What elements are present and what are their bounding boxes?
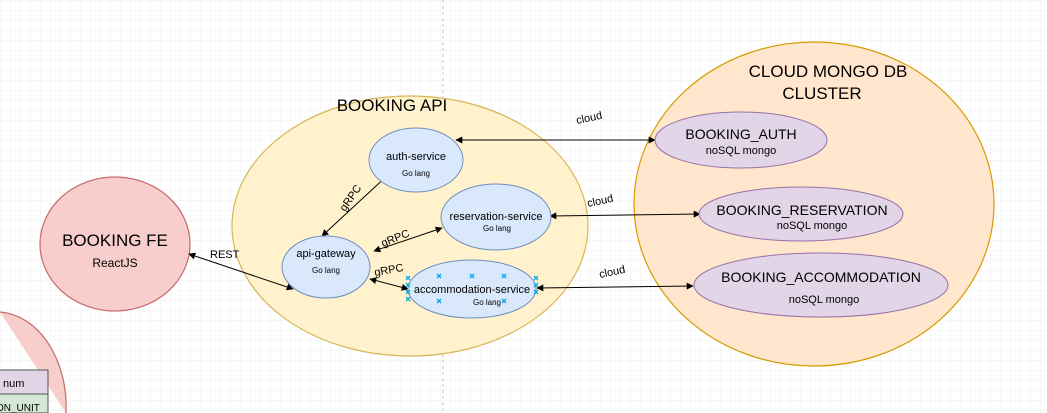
- booking-fe-node[interactable]: BOOKING FE ReactJS: [39, 176, 191, 312]
- db-booking-reservation-name: BOOKING_RESERVATION: [716, 202, 887, 218]
- booking-fe-subtitle: ReactJS: [92, 256, 137, 270]
- booking-api-title: BOOKING API: [337, 96, 448, 115]
- db-booking-reservation-tech: noSQL mongo: [777, 220, 848, 232]
- accommodation-service-lang: Go lang: [473, 298, 501, 307]
- edge-cloud-reservation[interactable]: [549, 210, 701, 220]
- edge-grpc-auth[interactable]: [321, 173, 390, 237]
- reservation-service-ellipse: [440, 183, 552, 251]
- partial-shape[interactable]: num ON_UNIT: [0, 311, 67, 413]
- reservation-service-lang: Go lang: [483, 224, 511, 233]
- selection-handles[interactable]: [405, 273, 539, 304]
- booking-fe-title: BOOKING FE: [62, 231, 168, 250]
- edge-label-grpc-accommodation: gRPC: [373, 262, 404, 279]
- db-booking-accommodation-ellipse: [693, 252, 949, 318]
- auth-service-ellipse: [368, 127, 464, 193]
- accommodation-service-node[interactable]: accommodation-service Go lang: [405, 259, 539, 319]
- edge-label-cloud-accommodation: cloud: [598, 264, 626, 281]
- db-booking-auth-ellipse: [654, 111, 828, 169]
- auth-service-node[interactable]: auth-service Go lang: [368, 127, 464, 193]
- partial-circle: [0, 311, 67, 413]
- db-booking-auth-name: BOOKING_AUTH: [685, 126, 796, 142]
- api-gateway-name: api-gateway: [296, 248, 356, 260]
- cloud-cluster-title-line2: CLUSTER: [782, 84, 861, 103]
- edge-label-cloud-reservation: cloud: [586, 193, 614, 210]
- booking-fe-ellipse: [39, 176, 191, 312]
- db-booking-auth-tech: noSQL mongo: [706, 145, 777, 157]
- db-booking-accommodation-name: BOOKING_ACCOMMODATION: [721, 269, 921, 285]
- db-booking-accommodation-tech: noSQL mongo: [789, 294, 860, 306]
- auth-service-name: auth-service: [386, 151, 446, 163]
- cloud-cluster-title-line1: CLOUD MONGO DB: [749, 62, 908, 81]
- reservation-service-node[interactable]: reservation-service Go lang: [440, 183, 552, 251]
- reservation-service-name: reservation-service: [450, 211, 543, 223]
- partial-table-label: num: [3, 378, 24, 390]
- edge-grpc-accommodation[interactable]: [369, 277, 409, 291]
- edge-label-cloud-auth: cloud: [575, 110, 603, 127]
- accommodation-service-name: accommodation-service: [414, 284, 530, 296]
- partial-table-row-2: [0, 393, 49, 413]
- edge-label-rest: REST: [210, 249, 240, 261]
- edge-rest[interactable]: [188, 252, 294, 291]
- db-booking-auth-node[interactable]: BOOKING_AUTH noSQL mongo: [654, 111, 828, 169]
- api-gateway-node[interactable]: api-gateway Go lang: [281, 235, 371, 299]
- edges: [188, 136, 701, 292]
- edge-cloud-accommodation[interactable]: [536, 282, 694, 292]
- edge-labels: REST gRPC gRPC gRPC cloud cloud cloud: [210, 110, 626, 281]
- api-gateway-lang: Go lang: [312, 266, 340, 275]
- api-gateway-ellipse: [281, 235, 371, 299]
- partial-table-label-2: ON_UNIT: [0, 403, 40, 413]
- db-booking-accommodation-node[interactable]: BOOKING_ACCOMMODATION noSQL mongo: [693, 252, 949, 318]
- db-booking-reservation-ellipse: [698, 186, 904, 242]
- db-booking-reservation-node[interactable]: BOOKING_RESERVATION noSQL mongo: [698, 186, 904, 242]
- edge-grpc-reservation[interactable]: [373, 226, 443, 253]
- auth-service-lang: Go lang: [402, 169, 430, 178]
